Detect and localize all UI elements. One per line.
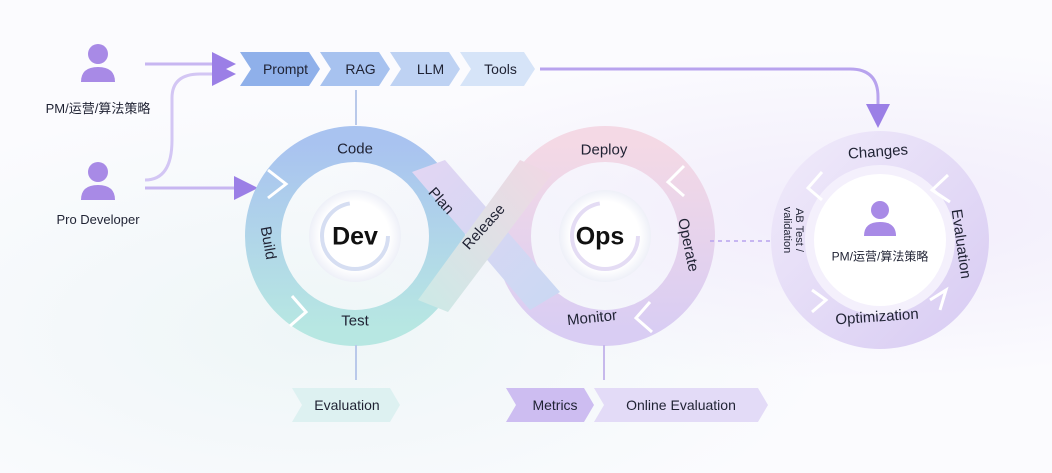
dev-center-label: Dev xyxy=(332,222,378,251)
pipeline-tools: Tools xyxy=(484,61,517,77)
bottom-evaluation: Evaluation xyxy=(314,397,380,413)
bottom-online-evaluation: Online Evaluation xyxy=(626,397,736,413)
ops-deploy-label: Deploy xyxy=(580,141,628,159)
band-release xyxy=(418,160,552,312)
dev-test-label: Test xyxy=(341,312,369,330)
ops-center-label: Ops xyxy=(575,222,625,251)
pipeline-chevrons xyxy=(240,52,535,86)
pipeline-rag: RAG xyxy=(345,61,376,77)
arrow-dev-to-pipeline xyxy=(144,62,236,182)
dev-ring xyxy=(245,126,465,346)
actor-label-pm: PM/运营/算法策略 xyxy=(45,101,151,116)
pipeline-prompt: Prompt xyxy=(262,61,309,77)
bottom-metrics: Metrics xyxy=(532,397,578,413)
arrow-tools-to-changes xyxy=(540,67,890,128)
pipeline-llm: LLM xyxy=(416,61,445,77)
ops-ring xyxy=(495,126,715,346)
right-actor-label: PM/运营/算法策略 xyxy=(831,249,929,264)
person-icon-right xyxy=(864,201,896,236)
right-abtest-label: AB Test / validation xyxy=(781,206,805,254)
actor-label-developer: Pro Developer xyxy=(56,212,140,227)
right-cycle-ring xyxy=(771,131,989,349)
person-icon-pm xyxy=(81,44,115,82)
dev-code-label: Code xyxy=(337,140,373,158)
person-icon-developer xyxy=(81,162,115,200)
